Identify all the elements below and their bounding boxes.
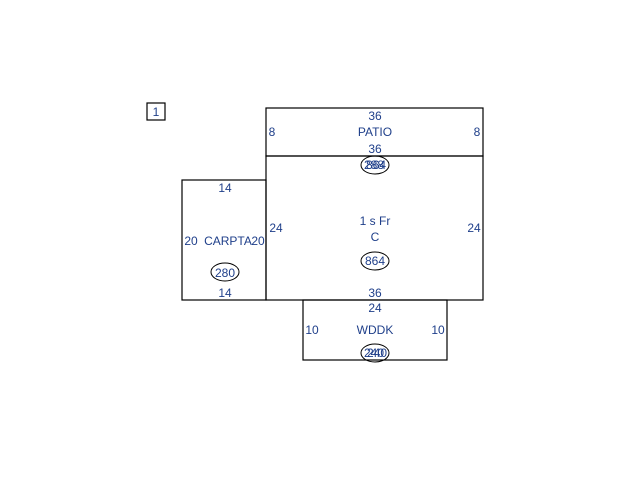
main-house-area: [265, 155, 484, 301]
deck-top-dimension: 24: [368, 301, 382, 315]
carport-area-value: 280: [215, 266, 235, 280]
carport-area: [181, 179, 267, 301]
main-area-ellipse: [360, 251, 390, 271]
carport-right-dimension: 20: [251, 234, 265, 248]
carport-bottom-dimension: 14: [218, 286, 232, 300]
carport-label: CARPTA: [204, 234, 252, 248]
carport-left-dimension: 20: [184, 234, 198, 248]
deck-area-value: 240: [364, 346, 384, 360]
patio-label: PATIO: [358, 125, 392, 139]
deck-label: WDDK: [357, 323, 394, 337]
deck-area-value-overlap: 240: [367, 346, 387, 360]
patio-area-value: 288: [364, 158, 384, 172]
deck-area: [302, 299, 448, 361]
deck-right-dimension: 10: [431, 323, 445, 337]
main-area-value: 864: [365, 254, 385, 268]
deck-left-dimension: 10: [305, 323, 319, 337]
main-left-dimension: 24: [269, 221, 283, 235]
patio-top-dimension: 36: [368, 109, 382, 123]
patio-right-dimension: 8: [474, 125, 481, 139]
main-right-dimension: 24: [467, 221, 481, 235]
carport-area-ellipse: [210, 262, 240, 282]
patio-bottom-dimension: 36: [368, 142, 382, 156]
main-label-line1: 1 s Fr: [360, 214, 391, 228]
patio-area-value-overlap: 864: [366, 158, 386, 172]
main-bottom-dimension: 36: [368, 286, 382, 300]
deck-area-ellipse: [360, 343, 390, 363]
carport-top-dimension: 14: [218, 181, 232, 195]
main-label-line2: C: [371, 230, 380, 244]
page-number: 1: [153, 105, 160, 119]
patio-left-dimension: 8: [269, 125, 276, 139]
page-number-box: [146, 102, 166, 121]
